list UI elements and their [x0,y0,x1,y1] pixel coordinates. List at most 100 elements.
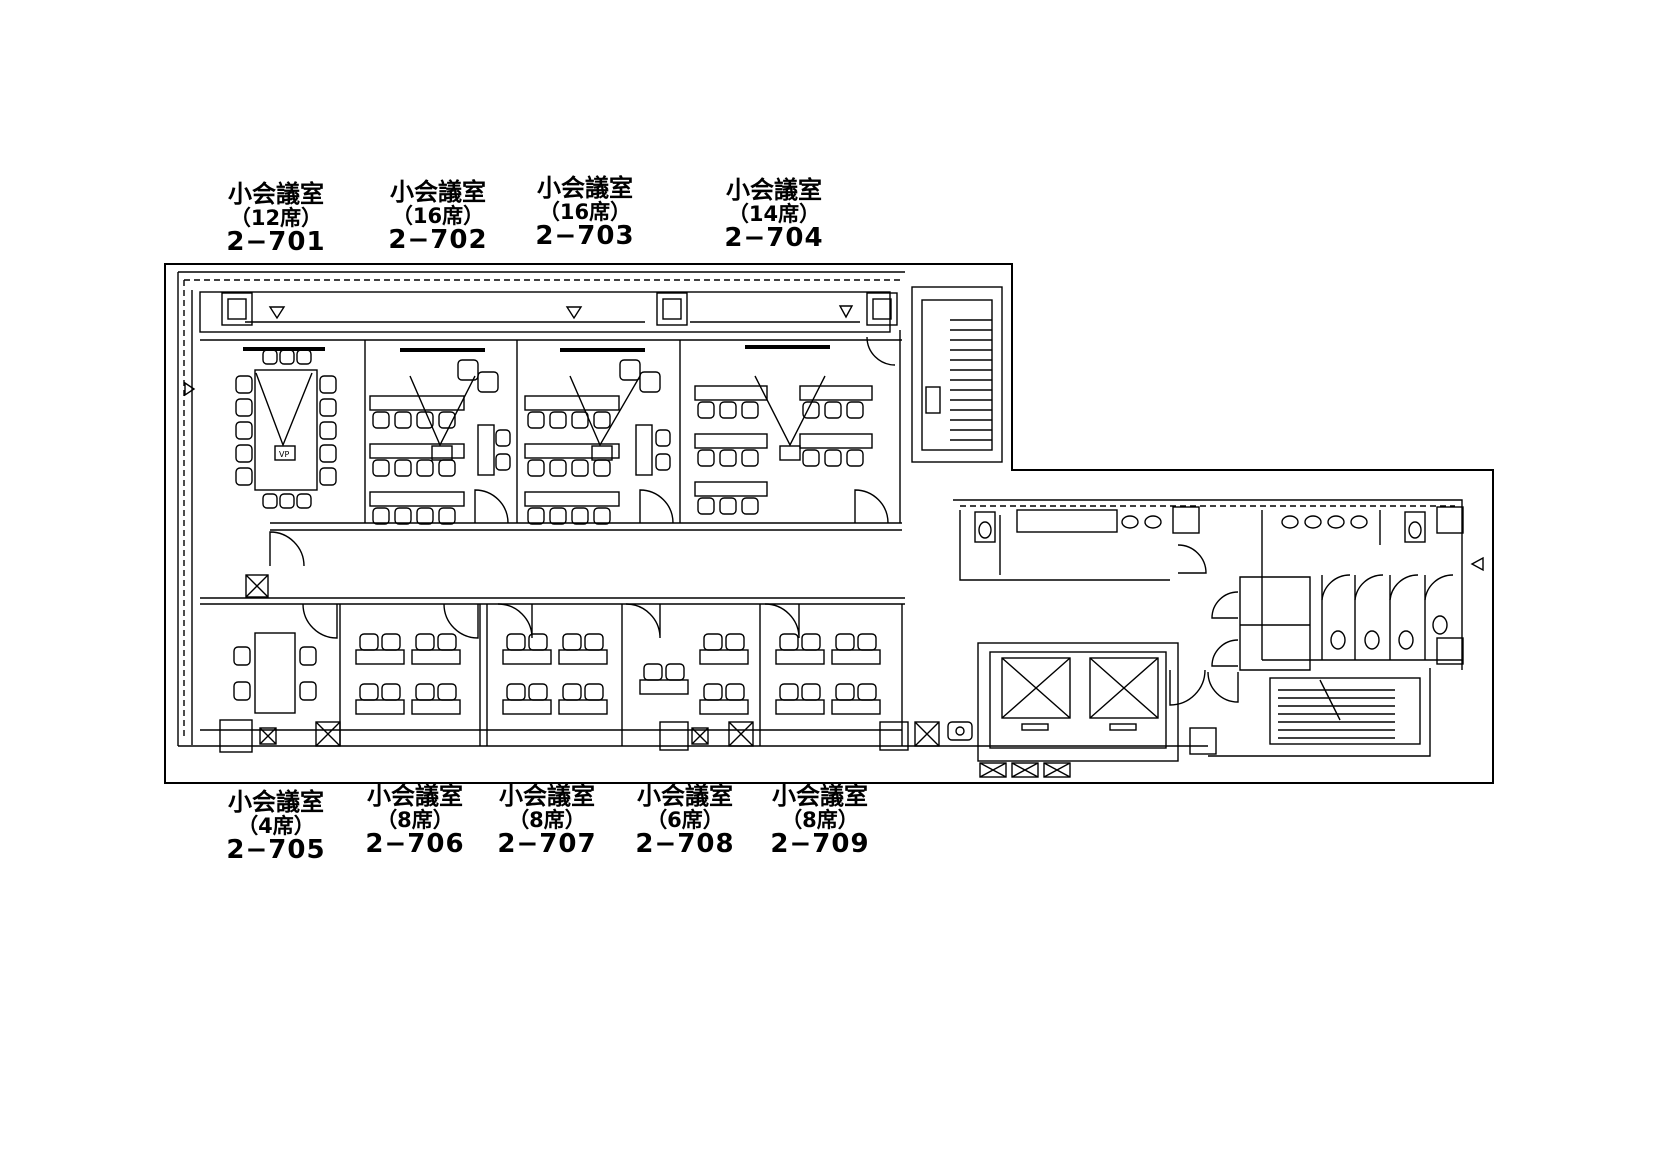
room-label-2-706: 小会議室 （8席） 2−706 [345,782,485,860]
room-number: 2−708 [635,829,735,860]
chair [381,683,401,701]
column [872,298,892,320]
column [662,298,682,320]
desk [369,443,465,459]
desk [369,395,465,411]
chair [233,646,251,666]
chair [655,453,671,471]
shaft-box-cross [691,727,709,745]
chair [235,421,253,440]
chair [495,429,511,447]
shaft-box [315,721,341,747]
chair [571,411,589,429]
room-seats: （8席） [376,808,454,833]
elevator-core [977,642,1179,762]
door-swing [639,489,674,524]
chair [857,633,877,651]
inner-wall [183,279,900,740]
side-table [477,424,495,476]
chair [801,683,821,701]
column [219,719,253,753]
chair [741,401,759,419]
column [1189,727,1217,755]
duct-box-cross [1011,762,1039,778]
door-swing [764,603,800,639]
restroom-wall [959,510,1381,660]
chair [725,683,745,701]
shaft-box-cross [259,727,277,745]
duct-box [979,762,1007,778]
room-title: 小会議室 [367,782,463,810]
chair [593,459,611,477]
duct-box [1043,762,1071,778]
room-number: 2−706 [365,829,465,860]
chair [415,633,435,651]
room-label-2-707: 小会議室 （8席） 2−707 [477,783,617,859]
chair [528,633,548,651]
chair [506,633,526,651]
duct-box-cross [1043,762,1071,778]
side-table [635,424,653,476]
door-swing [1424,574,1454,601]
chair [824,401,842,419]
chair [779,633,799,651]
chair [381,633,401,651]
shaft-box-cross [728,721,754,747]
chair [438,411,456,429]
chair [697,497,715,515]
room-label-2-705: 小会議室 （4席） 2−705 [206,789,346,865]
desk [775,649,825,665]
chair [571,459,589,477]
toilet-icon [1364,630,1380,650]
triangle-icon [1470,556,1484,572]
chair [528,683,548,701]
room-label-2-703: 小会議室 （16席） 2−703 [515,175,655,251]
elevator-door [1109,723,1137,731]
triangle-icon [184,381,196,397]
door-swing [269,531,305,567]
chair [639,371,661,393]
desk [694,385,768,401]
desk [775,699,825,715]
chair [359,633,379,651]
chair [549,459,567,477]
room-label-2-709: 小会議室 （8席） 2−709 [750,782,890,859]
column [866,292,898,326]
toilet-icon [1408,521,1422,539]
room-number: 2−702 [388,225,488,256]
meeting-table [254,369,318,491]
room-title: 小会議室 [726,176,822,204]
chair [703,683,723,701]
room-seats: （16席） [391,204,485,229]
shaft-box-cross [315,721,341,747]
chair [394,459,412,477]
chair [359,683,379,701]
chair [643,663,663,681]
duct-box-cross [979,762,1007,778]
toilet-icon [1330,630,1346,650]
chair [299,646,317,666]
door-swing [1211,639,1239,667]
sink-icon [1327,515,1345,529]
chair [506,683,526,701]
desk [799,385,873,401]
chair [235,444,253,463]
door-swing [1354,574,1384,601]
chair [319,375,337,394]
projector-beam [255,372,313,447]
chair [279,349,295,365]
chair [527,411,545,429]
chair [319,398,337,417]
door-swing [1177,544,1207,574]
chair [416,459,434,477]
toilet-stall [974,511,996,543]
chair [824,449,842,467]
room-title: 小会議室 [772,782,868,810]
shaft-box [691,727,709,745]
room-seats: （6席） [646,808,724,833]
room-label-2-708: 小会議室 （6席） 2−708 [615,783,755,860]
room-number: 2−704 [724,223,824,254]
duct-box [1011,762,1039,778]
sink-icon [1304,515,1322,529]
